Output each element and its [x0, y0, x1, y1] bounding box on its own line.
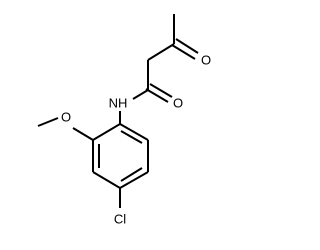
molecule-structure: O O NH O Cl: [37, 14, 211, 226]
bond-methoxy-o-to-methyl: [37, 117, 59, 127]
atom-label-amide-oxygen: O: [173, 95, 183, 110]
bond-amide-double-a: [145, 88, 169, 103]
bond-ring-to-methoxy-o: [72, 127, 94, 141]
ring-bond-c3-c4: [119, 171, 149, 189]
bond-amide-double-b: [149, 83, 173, 98]
ring-bond-c1-c2: [119, 123, 149, 141]
atom-label-ketone-oxygen: O: [201, 52, 211, 67]
atom-label-chlorine: Cl: [114, 211, 126, 226]
ring-inner-bond-b: [120, 167, 143, 182]
bond-ketone-double-b: [175, 38, 199, 54]
ring-bond-c6-c1: [92, 123, 121, 141]
bond-ketone-c-to-ch2: [147, 43, 175, 61]
atom-label-amide-nh: NH: [109, 95, 128, 110]
ring-inner-bond-a: [120, 130, 143, 144]
ring-bond-c4-c5: [92, 171, 121, 189]
bond-ketone-double-a: [171, 44, 196, 60]
bond-amide-c-to-n: [132, 89, 149, 100]
atom-label-methoxy-oxygen: O: [61, 109, 71, 124]
